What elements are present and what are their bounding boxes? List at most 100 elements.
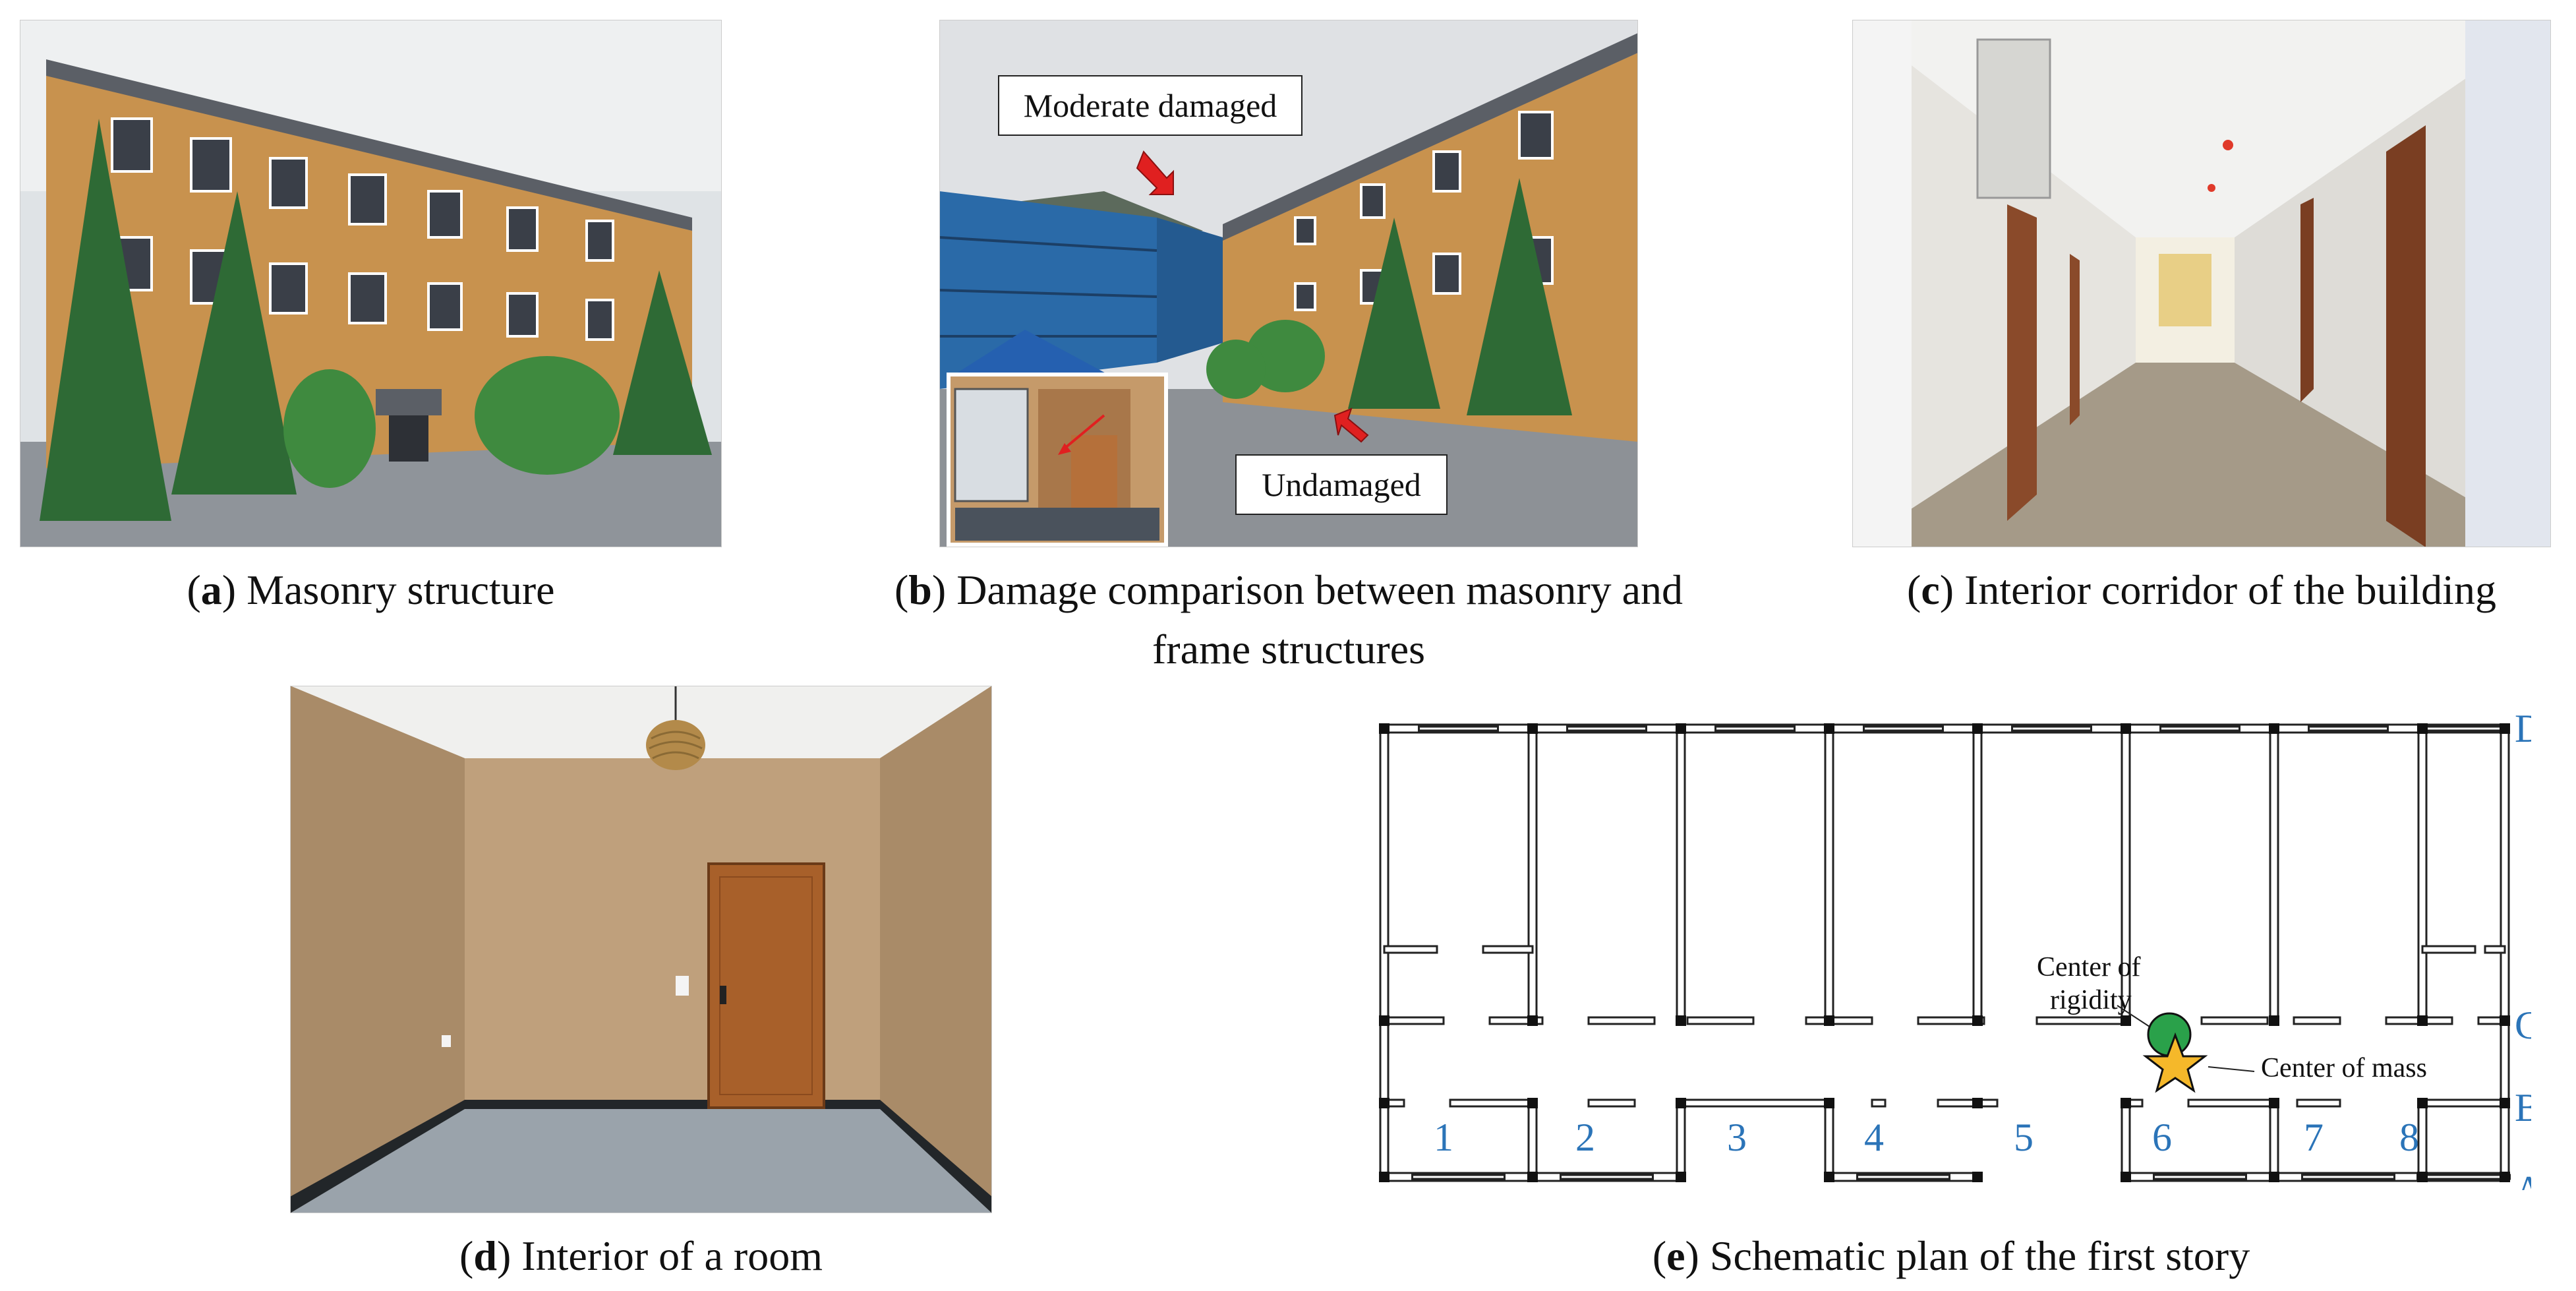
plan-wall	[2417, 727, 2428, 1022]
plan-column-node	[1676, 1172, 1686, 1182]
plan-wall	[1680, 1098, 1834, 1108]
plan-window	[2423, 725, 2504, 732]
plan-wall	[2035, 1016, 2124, 1025]
photo-damage-comparison: Moderate damaged Undamaged	[939, 20, 1638, 547]
plan-column-node	[2269, 1172, 2279, 1182]
plan-column-node	[1527, 1098, 1538, 1108]
plan-column-node	[2269, 1098, 2279, 1108]
plan-wall	[2484, 945, 2506, 954]
plan-column-node	[2269, 1015, 2279, 1026]
plan-column-node	[1379, 723, 1390, 734]
plan-column-node	[1676, 1098, 1686, 1108]
plan-window	[1856, 1174, 1950, 1180]
caption-d: (d) Interior of a room	[459, 1232, 823, 1279]
caption-a: (a) Masonry structure	[187, 566, 555, 613]
plan-window	[1714, 725, 1796, 732]
plan-column-label: 3	[1727, 1116, 1747, 1159]
plan-window	[2308, 725, 2389, 732]
plan-window	[2301, 1174, 2395, 1180]
plan-column-label: 5	[2014, 1116, 2034, 1159]
plan-wall	[2121, 1102, 2131, 1178]
plan-window	[2159, 725, 2240, 732]
plan-column-node	[2500, 1098, 2510, 1108]
plan-wall	[1824, 727, 1834, 1022]
photo-masonry-structure	[20, 20, 722, 547]
plan-row-label: A	[2515, 1168, 2531, 1190]
plan-column-node	[1527, 1172, 1538, 1182]
plan-wall	[2296, 1098, 2341, 1108]
plan-wall	[2417, 1102, 2428, 1178]
plan-column-node	[1972, 1015, 1983, 1026]
plan-wall	[1676, 1102, 1686, 1178]
plan-column-node	[2500, 1015, 2510, 1026]
plan-column-node	[1824, 1172, 1834, 1182]
plan-column-label: 6	[2152, 1116, 2172, 1159]
plan-column-node	[2121, 1172, 2131, 1182]
plan-wall	[1482, 945, 1534, 954]
plan-window	[2153, 1174, 2247, 1180]
plan-column-node	[1972, 723, 1983, 734]
plan-column-node	[2121, 723, 2131, 734]
plan-wall	[2421, 1098, 2506, 1108]
plan-column-node	[1379, 1172, 1390, 1182]
plan-column-node	[1379, 1015, 1390, 1026]
plan-column-node	[2417, 723, 2428, 734]
plan-wall	[1917, 1016, 1985, 1025]
plan-column-node	[2121, 1098, 2131, 1108]
plan-column-node	[2417, 1172, 2428, 1182]
label-undamaged: Undamaged	[1262, 466, 1421, 503]
plan-window	[1418, 725, 1499, 732]
plan-wall	[1871, 1098, 1887, 1108]
mass-leader-line	[2208, 1066, 2255, 1072]
plan-column-node	[2500, 1172, 2510, 1182]
plan-wall	[1686, 1016, 1755, 1025]
plan-window	[2416, 1174, 2511, 1180]
plan-wall	[2269, 727, 2279, 1022]
plan-wall	[1824, 1102, 1834, 1178]
plan-row-label: D	[2515, 715, 2531, 750]
center-of-mass-marker	[2142, 1032, 2208, 1093]
plan-column-node	[1676, 1015, 1686, 1026]
plan-column-node	[1972, 1098, 1983, 1108]
plan-column-label: 7	[2304, 1116, 2324, 1159]
plan-wall	[2187, 1098, 2275, 1108]
photo-interior-corridor	[1852, 20, 2551, 547]
plan-wall	[1805, 1016, 1873, 1025]
caption-e: (e) Schematic plan of the first story	[1652, 1232, 2250, 1279]
plan-column-node	[2500, 723, 2510, 734]
rigidity-label-line2: rigidity	[2050, 985, 2132, 1015]
caption-b: (b) Damage comparison between masonry an…	[807, 560, 1770, 678]
plan-column-node	[1824, 723, 1834, 734]
photo-interior-room	[290, 686, 992, 1213]
plan-wall	[1676, 727, 1686, 1022]
plan-column-node	[1824, 1098, 1834, 1108]
plan-column-node	[1527, 723, 1538, 734]
plan-window	[1566, 725, 1647, 732]
plan-wall	[2269, 1102, 2279, 1178]
plan-column-node	[1824, 1015, 1834, 1026]
plan-wall	[1488, 1016, 1544, 1025]
plan-wall	[1587, 1098, 1636, 1108]
plan-column-node	[1676, 723, 1686, 734]
label-moderate-damaged: Moderate damaged	[1023, 87, 1277, 124]
plan-column-node	[1527, 1015, 1538, 1026]
plan-column-label: 2	[1575, 1116, 1595, 1159]
plan-column-label: 1	[1434, 1116, 1453, 1159]
plan-wall	[1937, 1098, 1999, 1108]
plan-row-label: B	[2515, 1086, 2531, 1129]
plan-wall	[1527, 727, 1538, 1022]
plan-wall	[1527, 1102, 1538, 1178]
plan-window	[2011, 725, 2092, 732]
plan-wall	[1972, 727, 1983, 1022]
caption-c: (c) Interior corridor of the building	[1907, 566, 2496, 613]
plan-wall	[1383, 945, 1438, 954]
plan-window	[1560, 1174, 1654, 1180]
plan-wall	[1449, 1098, 1537, 1108]
plan-wall	[2421, 945, 2476, 954]
plan-window	[1411, 1174, 1506, 1180]
plan-column-node	[2417, 1098, 2428, 1108]
plan-column-node	[2269, 723, 2279, 734]
plan-wall	[1383, 1016, 1445, 1025]
plan-column-node	[1379, 1098, 1390, 1108]
